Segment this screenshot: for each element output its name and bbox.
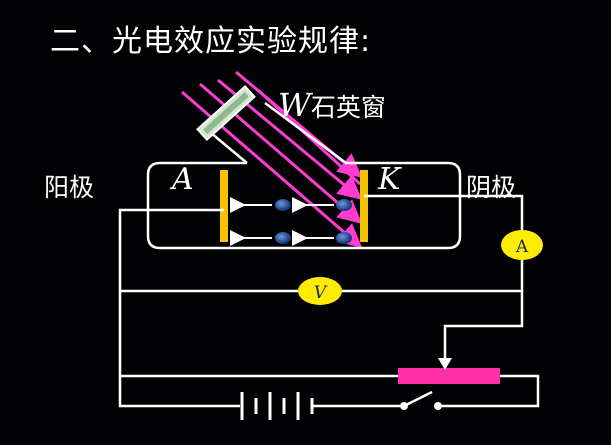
anode-plate: [220, 170, 228, 242]
voltmeter: V: [298, 277, 342, 305]
quartz-window: [196, 84, 256, 142]
window-text: 石英窗: [310, 93, 386, 122]
rheostat: [398, 368, 500, 384]
ammeter: A: [501, 230, 543, 260]
electron: [275, 232, 291, 244]
vacuum-tube: [146, 101, 462, 250]
cathode-wire: [364, 194, 524, 230]
electron: [336, 232, 352, 244]
plate-k-letter: K: [378, 162, 401, 197]
cathode-plate: [360, 170, 368, 242]
voltmeter-symbol: V: [314, 283, 328, 303]
electrons: [230, 197, 352, 246]
page-title: 二、光电效应实验规律:: [50, 24, 372, 59]
cathode-label: 阴极: [466, 173, 517, 202]
anode-wire: [118, 208, 240, 408]
switch: [400, 390, 442, 410]
battery: [240, 392, 314, 420]
rheostat-right-wire: [442, 374, 540, 408]
plate-a-letter: A: [172, 162, 194, 197]
ammeter-wire: [443, 260, 524, 360]
electron: [336, 199, 352, 211]
quartz-window-label: W石英窗: [278, 86, 386, 124]
ammeter-symbol: A: [515, 237, 529, 257]
window-letter: W: [278, 86, 311, 124]
circuit-wires: [118, 194, 540, 408]
rheostat-slider-arrow: [438, 358, 452, 370]
anode-label: 阳极: [44, 173, 95, 202]
electron: [275, 199, 291, 211]
